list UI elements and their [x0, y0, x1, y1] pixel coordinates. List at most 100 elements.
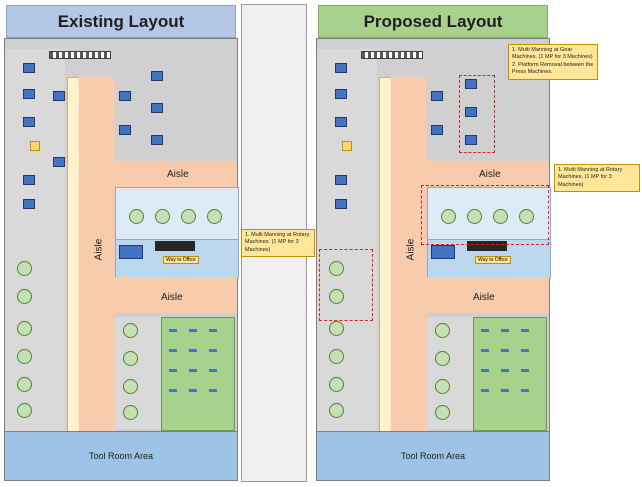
existing-rotary-machine	[17, 289, 32, 304]
existing-rotary-machine	[123, 323, 138, 338]
existing-bin	[189, 329, 197, 332]
proposed-mid-aisle	[427, 277, 549, 313]
proposed-rotary-machine	[329, 261, 344, 276]
existing-machine	[151, 71, 163, 81]
existing-rotary-machine	[129, 209, 144, 224]
existing-machine	[119, 245, 143, 259]
existing-aisle-mid-label: Aisle	[161, 292, 183, 303]
proposed-rotary-machine	[519, 209, 534, 224]
existing-machine	[53, 91, 65, 101]
existing-machine	[23, 117, 35, 127]
existing-bin	[189, 369, 197, 372]
proposed-left-bay	[317, 49, 377, 431]
existing-machine	[119, 125, 131, 135]
proposed-highlight-rotary-left	[319, 249, 373, 321]
proposed-rotary-machine	[493, 209, 508, 224]
existing-left-bay	[5, 49, 65, 431]
proposed-rotary-machine	[329, 321, 344, 336]
proposed-bin	[481, 369, 489, 372]
existing-aisle-vertical-label: Aisle	[93, 238, 105, 261]
proposed-bin	[481, 389, 489, 392]
proposed-rotary-machine	[329, 403, 344, 418]
proposed-floor-plan: Aisle Aisle Way to Office Aisle	[316, 38, 551, 433]
proposed-rack	[467, 241, 507, 251]
proposed-rotary-machine	[435, 323, 450, 338]
proposed-bin	[501, 369, 509, 372]
proposed-green-area	[473, 317, 547, 431]
proposed-bin	[481, 349, 489, 352]
proposed-bin	[521, 349, 529, 352]
existing-tool-room: Tool Room Area	[4, 431, 238, 481]
proposed-rotary-machine	[467, 209, 482, 224]
existing-bin	[209, 349, 217, 352]
proposed-machine	[465, 135, 477, 145]
proposed-bin	[501, 389, 509, 392]
proposed-machine	[335, 199, 347, 209]
proposed-lower-bay	[427, 317, 473, 429]
proposed-layout-title: Proposed Layout	[318, 5, 548, 38]
existing-way-to-office-sign: Way to Office	[163, 256, 199, 264]
existing-green-area	[161, 317, 235, 431]
proposed-aisle-top-label: Aisle	[479, 169, 501, 180]
existing-machine-yellow	[30, 141, 40, 151]
existing-rotary-machine	[207, 209, 222, 224]
existing-machine	[23, 89, 35, 99]
existing-top-aisle	[115, 161, 237, 187]
proposed-highlight-gear	[459, 75, 495, 153]
proposed-layout-panel: Proposed Layout Aisle Aisle Way to Offic…	[312, 0, 640, 487]
proposed-machine-yellow	[342, 141, 352, 151]
proposed-rotary-machine	[435, 379, 450, 394]
existing-rotary-machine	[123, 405, 138, 420]
existing-machine	[23, 63, 35, 73]
proposed-rotary-machine	[435, 405, 450, 420]
existing-vertical-aisle	[79, 77, 115, 431]
proposed-machine	[465, 79, 477, 89]
existing-rotary-machine	[17, 321, 32, 336]
existing-bin	[169, 329, 177, 332]
proposed-top-aisle	[427, 161, 549, 187]
existing-machine	[23, 175, 35, 185]
existing-machine	[151, 135, 163, 145]
existing-rotary-machine	[17, 261, 32, 276]
proposed-tool-room: Tool Room Area	[316, 431, 550, 481]
proposed-machine	[465, 107, 477, 117]
existing-layout-panel: Existing Layout Aisle Aisle Way to Offic…	[0, 0, 298, 487]
existing-conveyor	[49, 51, 111, 59]
existing-bin	[169, 369, 177, 372]
proposed-machine	[431, 125, 443, 135]
existing-floor-plan: Aisle Aisle Way to Office Aisle	[4, 38, 239, 433]
existing-rotary-machine	[17, 377, 32, 392]
existing-upper-bay	[115, 49, 237, 161]
proposed-machine	[335, 117, 347, 127]
existing-bin	[209, 389, 217, 392]
proposed-machine	[431, 245, 455, 259]
existing-rotary-machine	[17, 403, 32, 418]
proposed-rotary-machine	[329, 349, 344, 364]
proposed-rotary-machine	[329, 377, 344, 392]
proposed-machine	[431, 91, 443, 101]
proposed-way-to-office-sign: Way to Office	[475, 256, 511, 264]
proposed-machine	[335, 89, 347, 99]
existing-machine	[151, 103, 163, 113]
existing-lower-bay	[115, 317, 161, 429]
proposed-bin	[501, 329, 509, 332]
proposed-rotary-machine	[435, 351, 450, 366]
proposed-bin	[521, 389, 529, 392]
existing-bin	[209, 329, 217, 332]
callout-rotary-left: 1. Multi Manning at Rotary Machines. (1 …	[241, 229, 315, 258]
proposed-vertical-aisle	[391, 77, 427, 431]
existing-rotary-machine	[17, 349, 32, 364]
proposed-rotary-machine	[441, 209, 456, 224]
existing-bin	[189, 349, 197, 352]
proposed-bin	[521, 369, 529, 372]
proposed-conveyor	[361, 51, 423, 59]
existing-machine	[23, 199, 35, 209]
proposed-bin	[521, 329, 529, 332]
existing-bin	[209, 369, 217, 372]
existing-bin	[169, 349, 177, 352]
existing-machine	[119, 91, 131, 101]
proposed-aisle-mid-label: Aisle	[473, 292, 495, 303]
existing-machine	[53, 157, 65, 167]
proposed-machine	[335, 175, 347, 185]
existing-bin	[169, 389, 177, 392]
